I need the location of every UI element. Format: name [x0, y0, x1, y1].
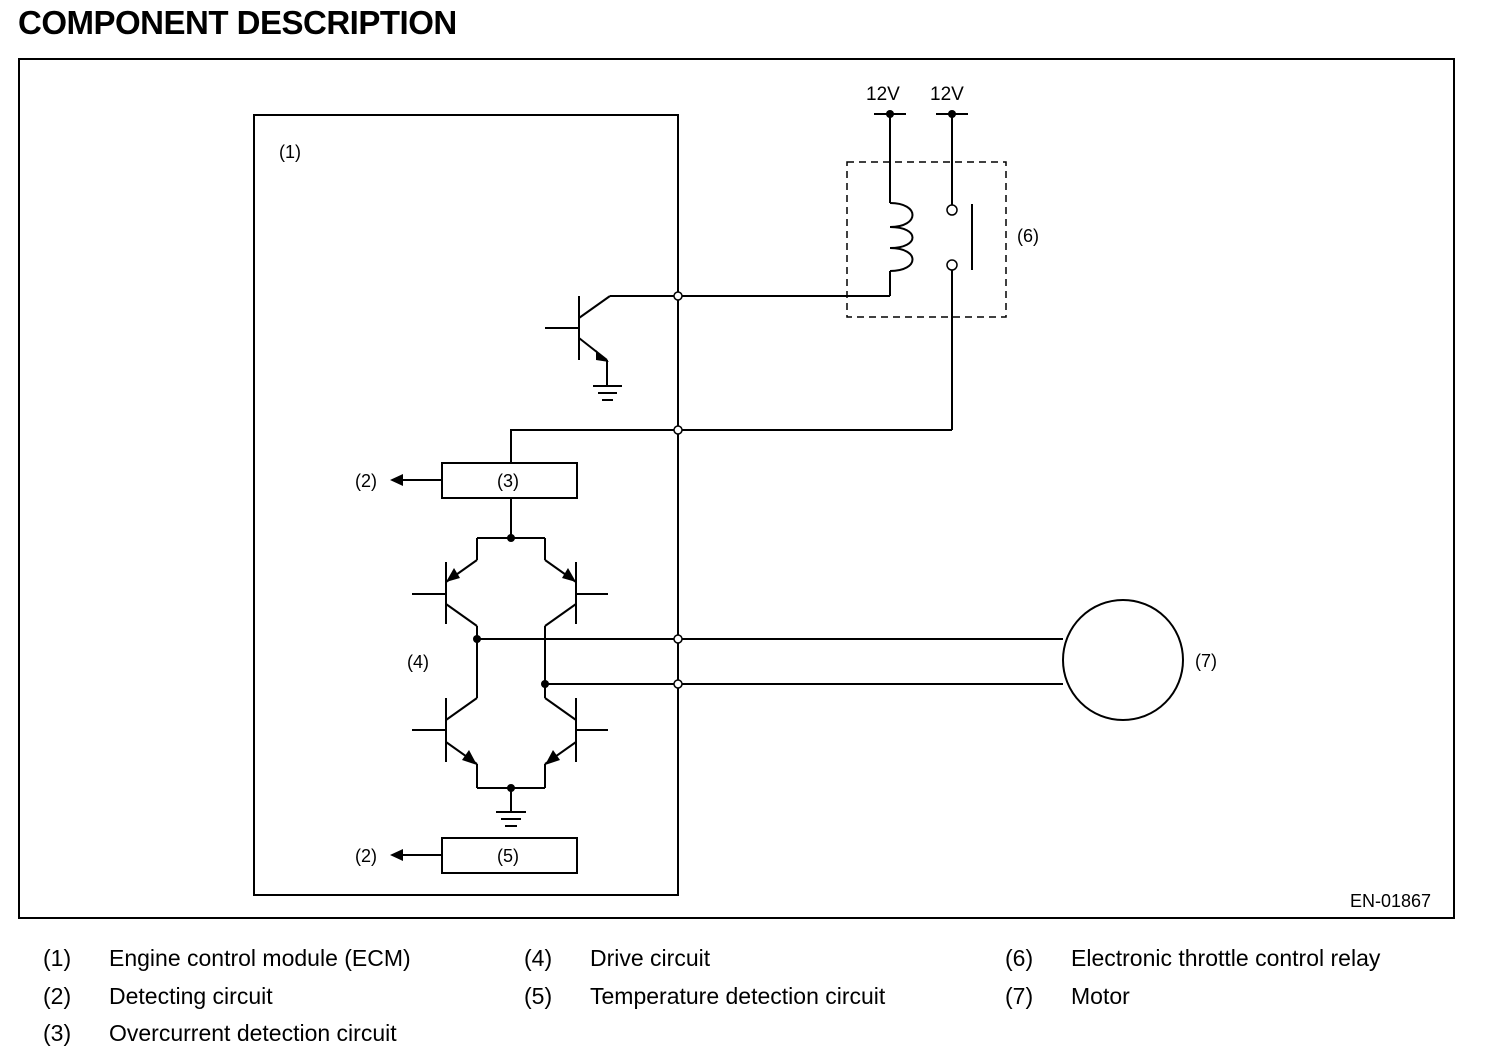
figure-frame: [18, 58, 1455, 919]
ecm-label: (1): [279, 142, 301, 162]
legend-number: (7): [1005, 983, 1034, 1009]
motor: [1062, 599, 1184, 721]
legend-text: Motor: [1071, 983, 1130, 1009]
drive-label: (4): [407, 652, 429, 672]
legend-text: Overcurrent detection circuit: [109, 1020, 397, 1046]
legend-text: Drive circuit: [590, 945, 711, 971]
relay-box: [846, 161, 1007, 318]
legend-text: Electronic throttle control relay: [1071, 945, 1381, 971]
relay-label: (6): [1017, 226, 1039, 246]
detect-label-b: (2): [355, 846, 377, 866]
detect-label-a: (2): [355, 471, 377, 491]
legend-number: (6): [1005, 945, 1034, 971]
supply-12v-a-label: 12V: [866, 84, 900, 105]
legend-number: (1): [43, 945, 72, 971]
legend-number: (5): [524, 983, 553, 1009]
temperature-label: (5): [497, 846, 519, 866]
ecm-box: [253, 114, 679, 896]
relay-contact-bottom: [946, 259, 958, 271]
legend-number: (2): [43, 983, 72, 1009]
relay-contact-top: [946, 204, 958, 216]
overcurrent-label: (3): [497, 471, 519, 491]
legend-text: Detecting circuit: [109, 983, 273, 1009]
drive-circuit: [412, 534, 608, 827]
relay-coil: [889, 202, 914, 272]
motor-label: (7): [1195, 651, 1217, 671]
legend-number: (3): [43, 1020, 72, 1046]
supply-12v-a: 12V: [866, 84, 906, 203]
legend-number: (4): [524, 945, 553, 971]
supply-12v-b-label: 12V: [930, 84, 964, 105]
page-title: COMPONENT DESCRIPTION: [18, 4, 457, 41]
supply-12v-b: 12V: [930, 84, 968, 205]
legend-text: Engine control module (ECM): [109, 945, 411, 971]
figure-code: EN-01867: [1350, 891, 1431, 911]
relay-driver-transistor: [545, 295, 622, 401]
legend-text: Temperature detection circuit: [590, 983, 886, 1009]
